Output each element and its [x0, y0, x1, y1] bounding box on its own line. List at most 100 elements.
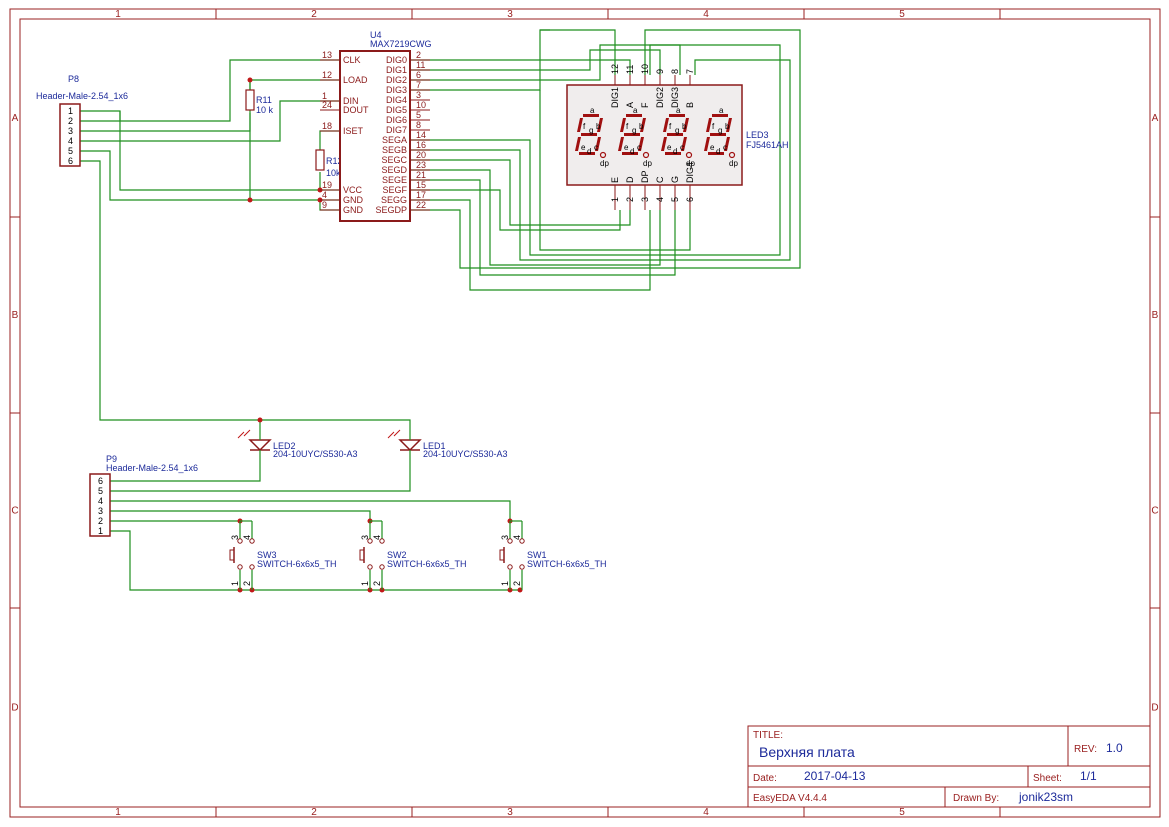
wire-iset — [319, 130, 340, 150]
u4-pin-name: DOUT — [343, 105, 369, 115]
u4-pin-number: 3 — [416, 90, 421, 100]
segment-label: e — [667, 143, 672, 152]
resistor-r11[interactable]: R11 10 k — [245, 89, 274, 115]
led-led2[interactable]: LED2 204-10UYC/S530-A3 — [237, 429, 358, 462]
segment-label: dp — [600, 159, 609, 168]
switch-ref: SW1 — [527, 550, 547, 560]
switch-pin-number: 4 — [512, 535, 522, 540]
wire-load — [80, 79, 340, 132]
u4-pin-number: 11 — [416, 60, 425, 70]
p8-ref: P8 — [68, 74, 79, 84]
led3-bottom-pin-name: DP — [640, 170, 650, 183]
segment-label: d — [716, 147, 720, 156]
drawn-value: jonik23sm — [1018, 790, 1073, 804]
p9-pin-number: 1 — [98, 526, 103, 536]
wire-clk — [80, 59, 340, 122]
u4-pin-name: SEGD — [381, 165, 407, 175]
led3-top-pin-name: DIG2 — [655, 87, 665, 108]
frame-row-label: B — [1152, 310, 1159, 321]
p9-pin-number: 2 — [98, 516, 103, 526]
u4-pin-number: 4 — [322, 190, 327, 200]
u4-pin-number: 6 — [416, 70, 421, 80]
led3-bottom-pin-number: 5 — [670, 197, 680, 202]
wire-p9-6 — [110, 462, 261, 482]
led3-top-pin-number: 9 — [655, 69, 665, 74]
u4-pin-number: 18 — [322, 121, 332, 131]
title-value: Верхняя плата — [759, 744, 855, 760]
segment-label: b — [725, 122, 730, 131]
p8-value: Header-Male-2.54_1x6 — [36, 91, 128, 101]
p8-pin-number: 4 — [68, 136, 73, 146]
u4-pin-number: 12 — [322, 70, 332, 80]
led-led1[interactable]: LED1 204-10UYC/S530-A3 — [387, 429, 508, 462]
u4-pin-name: SEGG — [381, 195, 407, 205]
u4-pin-name: DIG0 — [386, 55, 407, 65]
r11-ref: R11 — [256, 95, 272, 105]
segment-label: d — [630, 147, 634, 156]
wire-gnd — [80, 150, 340, 201]
segment-label: g — [632, 126, 636, 135]
frame-row-label: D — [11, 703, 18, 714]
segment-label: c — [594, 143, 598, 152]
p8-pin-number: 6 — [68, 156, 73, 166]
u4-pin-name: SEGDP — [375, 205, 407, 215]
u4-pin-name: SEGA — [382, 135, 407, 145]
u4-pin-number: 17 — [416, 190, 426, 200]
led3-top-pin-name: B — [685, 102, 695, 108]
led3-bottom-pin-number: 4 — [655, 197, 665, 202]
switch-pin-number: 3 — [500, 535, 510, 540]
led3-top-pin-number: 10 — [640, 64, 650, 74]
u4-pin-name: DIG5 — [386, 105, 407, 115]
segment-label: e — [624, 143, 629, 152]
switch-pin-number: 1 — [230, 581, 240, 586]
title-label: TITLE: — [753, 730, 783, 741]
segment-label: dp — [643, 159, 652, 168]
frame-row-label: C — [11, 506, 18, 517]
u4-pin-name: DIG6 — [386, 115, 407, 125]
frame-col-label: 5 — [899, 807, 905, 818]
switch-pin-number: 2 — [512, 581, 522, 586]
led3-bottom-pin-number: 2 — [625, 197, 635, 202]
p8-pin-number: 1 — [68, 106, 73, 116]
resistor-r12[interactable]: R12 10k — [315, 149, 343, 178]
u4-pin-number: 24 — [322, 100, 332, 110]
frame-col-label: 1 — [115, 807, 121, 818]
u4-pin-name: VCC — [343, 185, 363, 195]
frame-col-label: 1 — [115, 9, 121, 20]
frame-col-label: 2 — [311, 807, 317, 818]
switch-pin-number: 2 — [242, 581, 252, 586]
segment-label: a — [633, 106, 638, 115]
segment-label: c — [723, 143, 727, 152]
switch-value: SWITCH-6x6x5_TH — [387, 559, 467, 569]
wire-p9-3 — [110, 510, 371, 520]
date-label: Date: — [753, 773, 777, 784]
u4-pin-number: 1 — [322, 91, 327, 101]
u4-ref: U4 — [370, 30, 382, 40]
p9-pin-number: 3 — [98, 506, 103, 516]
u4-pin-name: DIG1 — [386, 65, 407, 75]
led3-top-pin-name: A — [625, 102, 635, 108]
segment-label: b — [596, 122, 601, 131]
led3-bottom-pin-name: C — [655, 176, 665, 183]
u4-pin-name: DIG4 — [386, 95, 407, 105]
led3-top-pin-name: DIG1 — [610, 87, 620, 108]
frame-col-label: 3 — [507, 807, 513, 818]
wire-dig2 — [410, 44, 681, 81]
r12-ref: R12 — [326, 156, 343, 166]
segment-label: e — [710, 143, 715, 152]
switch-value: SWITCH-6x6x5_TH — [257, 559, 337, 569]
segment-label: g — [718, 126, 722, 135]
wire-din — [80, 100, 340, 142]
p8-pin-number: 2 — [68, 116, 73, 126]
